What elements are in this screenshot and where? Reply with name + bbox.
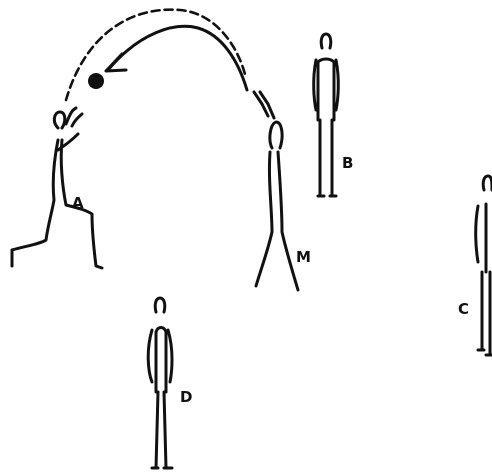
player-a-label: A <box>72 194 84 212</box>
player-c-figure <box>476 176 492 355</box>
player-m-figure <box>254 92 298 290</box>
arrow-head-icon <box>106 54 126 71</box>
player-b-figure <box>314 34 339 196</box>
player-b-label: B <box>342 154 353 172</box>
player-c-label: C <box>458 300 469 318</box>
player-d-figure <box>148 298 172 468</box>
player-a-figure <box>12 108 102 268</box>
player-d-label: D <box>180 388 192 406</box>
ball-icon <box>88 73 104 89</box>
player-m-label: M <box>296 248 311 266</box>
